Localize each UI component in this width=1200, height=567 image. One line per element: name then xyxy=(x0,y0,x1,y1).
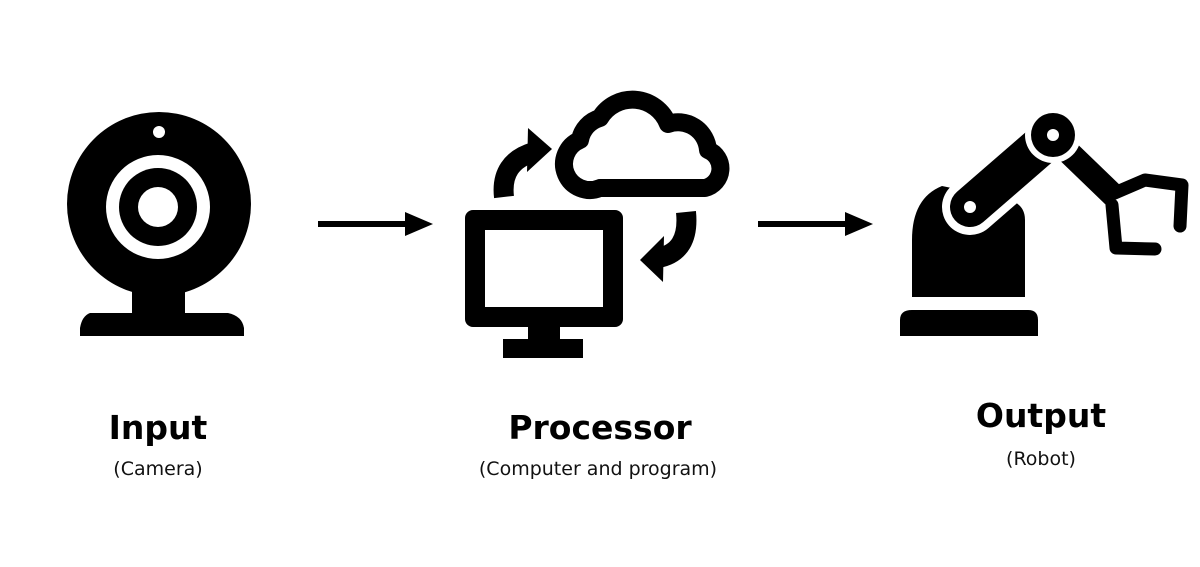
computer-cloud-sync-icon xyxy=(465,90,730,358)
processor-title: Processor xyxy=(508,408,692,447)
input-subtitle: (Camera) xyxy=(113,458,203,480)
arrow-right-icon xyxy=(758,212,873,236)
output-title: Output xyxy=(975,396,1107,435)
robot-arm-icon xyxy=(900,107,1189,336)
sync-arrow-up-icon xyxy=(493,128,552,199)
arrow-right-icon xyxy=(318,212,433,236)
input-title: Input xyxy=(108,408,208,447)
output-subtitle: (Robot) xyxy=(1006,448,1076,470)
cloud-icon xyxy=(555,90,730,199)
processor-subtitle: (Computer and program) xyxy=(478,458,718,480)
sync-arrow-down-icon xyxy=(640,211,697,282)
webcam-icon xyxy=(67,112,251,336)
monitor-icon xyxy=(465,210,623,358)
